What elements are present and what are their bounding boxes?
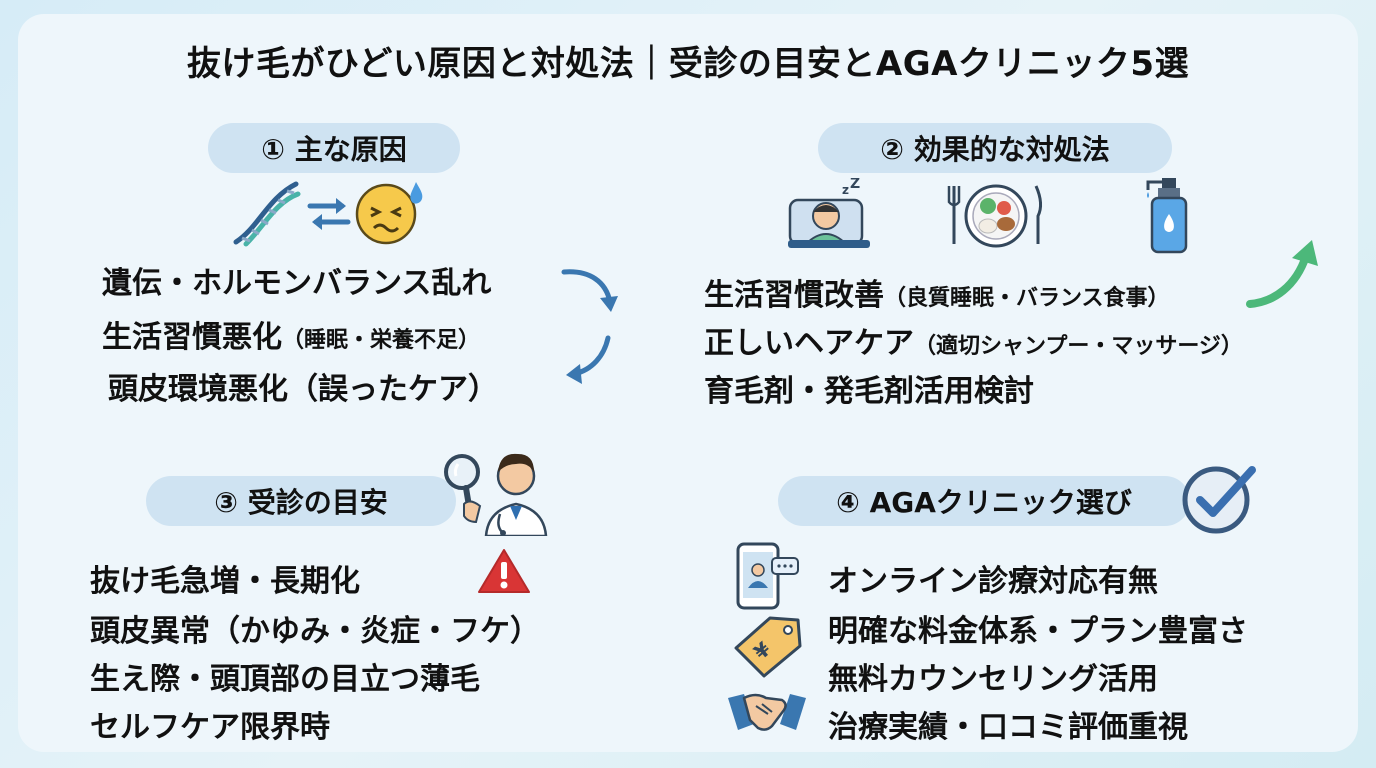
section-consult-heading: ③ 受診の目安 [146,476,456,526]
remedy-item-1: 生活習慣改善（良質睡眠・バランス食事） [704,278,1170,313]
handshake-icon [728,693,806,731]
section-clinic-heading: ④ AGAクリニック選び [778,476,1190,526]
svg-text:Z: Z [850,178,860,192]
upward-arrow-icon [1246,240,1318,308]
curved-arrows-icon [561,269,618,384]
consult-item-4: セルフケア限界時 [90,710,330,745]
page-title: 抜け毛がひどい原因と対処法｜受診の目安とAGAクリニック5選 [186,44,1190,84]
svg-text:z: z [842,183,849,197]
consult-item-2: 頭皮異常（かゆみ・炎症・フケ） [90,614,540,649]
cause-item-2-note: （睡眠・栄養不足） [282,328,481,353]
clinic-item-4: 治療実績・口コミ評価重視 [828,710,1188,745]
warning-icon [478,549,530,593]
cause-item-1: 遺伝・ホルモンバランス乱れ [102,266,492,301]
clinic-item-1: オンライン診療対応有無 [828,564,1158,599]
stressed-face-icon [355,182,423,245]
clinic-item-3: 無料カウンセリング活用 [828,662,1158,697]
dna-icon [233,181,301,247]
consult-item-1: 抜け毛急増・長期化 [90,564,360,599]
remedy-item-2-note: （適切シャンプー・マッサージ） [914,334,1243,359]
cause-item-2: 生活習慣悪化（睡眠・栄養不足） [102,320,481,355]
shampoo-bottle-icon [1146,178,1188,254]
doctor-magnifier-icon [444,453,548,536]
balanced-meal-icon [947,184,1043,248]
cause-item-3: 頭皮環境悪化（誤ったケア） [108,372,498,407]
clinic-item-2: 明確な料金体系・プラン豊富さ [828,614,1248,649]
remedy-item-3: 育毛剤・発毛剤活用検討 [704,374,1034,409]
exchange-arrows-icon [307,198,351,230]
remedy-item-2: 正しいヘアケア（適切シャンプー・マッサージ） [704,326,1243,361]
check-circle-icon [1182,466,1256,534]
sleeping-person-icon: z Z [788,178,870,248]
section-causes-heading: ① 主な原因 [208,123,460,173]
remedy-item-1-note: （良質睡眠・バランス食事） [884,286,1170,311]
section-remedies-heading: ② 効果的な対処法 [818,123,1172,173]
consult-item-3: 生え際・頭頂部の目立つ薄毛 [90,662,480,697]
smartphone-chat-icon [736,542,799,610]
price-tag-icon: ¥ [734,616,802,678]
